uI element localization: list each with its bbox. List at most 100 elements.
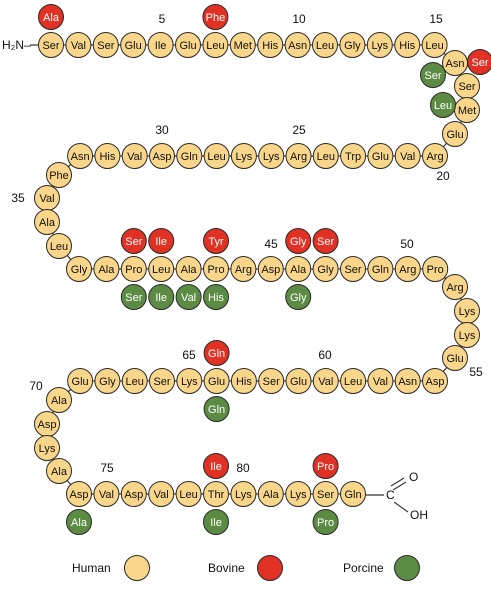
human-residue: Leu (204, 144, 229, 169)
human-residue: Ala (35, 210, 60, 235)
porcine-variant: Gln (204, 397, 229, 422)
human-residue: His (231, 369, 256, 394)
position-number: 35 (11, 191, 25, 205)
bovine-variant: Ala (39, 5, 64, 30)
position-number: 30 (155, 123, 169, 137)
human-residue-label: Gln (372, 264, 389, 276)
human-residue-label: Lys (290, 489, 307, 501)
human-residue: Val (35, 186, 60, 211)
human-residue-label: Leu (126, 376, 144, 388)
human-residue: Glu (176, 33, 201, 58)
bovine-variant-label: Gln (208, 348, 225, 360)
human-residue: Ser (39, 33, 64, 58)
human-residue: Asp (35, 412, 60, 437)
legend-porcine-swatch (395, 556, 420, 581)
human-residue-label: Val (318, 376, 333, 388)
human-residue: Gln (177, 144, 202, 169)
human-residue-label: Thr (208, 489, 225, 501)
human-residue-label: Gln (344, 489, 361, 501)
human-residue: Ala (47, 388, 72, 413)
human-residue: Ala (286, 257, 311, 282)
porcine-variant: Pro (313, 510, 338, 535)
human-residue: Asn (285, 33, 310, 58)
human-residue-label: Ser (263, 376, 280, 388)
position-number: 80 (236, 461, 250, 475)
human-residue: Val (66, 33, 91, 58)
human-residue-label: Val (71, 40, 86, 52)
porcine-variant: Ile (149, 285, 174, 310)
human-residue-label: Phe (49, 170, 69, 182)
human-residue: Lys (367, 33, 392, 58)
human-residue: Arg (423, 144, 448, 169)
human-residue: Gln (368, 257, 393, 282)
position-number: 70 (29, 379, 43, 393)
human-residue-label: Lys (181, 376, 198, 388)
bovine-variant-label: Pro (317, 461, 334, 473)
human-residue-label: Pro (207, 264, 224, 276)
human-residue: Asn (68, 144, 93, 169)
human-residue-label: Leu (179, 489, 197, 501)
porcine-variant: Ile (204, 510, 229, 535)
human-residue-label: Ser (153, 376, 170, 388)
human-residue: Asp (150, 144, 175, 169)
human-residue-label: Asp (261, 264, 280, 276)
human-residue-label: Gly (344, 40, 361, 52)
human-residue-label: Asp (38, 419, 57, 431)
human-residue: Glu (286, 369, 311, 394)
bovine-variant-label: Ser (125, 236, 142, 248)
bovine-variant-label: Ile (155, 236, 167, 248)
human-residue-label: Gly (317, 264, 334, 276)
human-residue-label: Val (127, 151, 142, 163)
human-residue-label: Asn (398, 376, 417, 388)
human-residue-label: Ile (155, 40, 167, 52)
human-residue-label: Asp (426, 376, 445, 388)
human-residue-label: Ser (97, 40, 114, 52)
human-residue-label: Asn (288, 40, 307, 52)
human-residue: Leu (313, 33, 338, 58)
human-residue-label: Ala (51, 466, 68, 478)
human-residue: Pro (204, 257, 229, 282)
human-residue-label: Gly (71, 264, 88, 276)
position-number: 65 (182, 348, 196, 362)
porcine-variant: Val (176, 285, 201, 310)
human-residue-label: Pro (125, 264, 142, 276)
human-residue-label: Asp (124, 489, 143, 501)
bovine-variant: Ile (149, 229, 174, 254)
human-residue: Arg (443, 275, 468, 300)
porcine-variant-label: Ile (155, 292, 167, 304)
human-residue: Asp (67, 482, 92, 507)
human-residue: Arg (286, 144, 311, 169)
human-residue: Val (395, 144, 420, 169)
human-residue-label: Glu (72, 376, 89, 388)
porcine-variant-label: Ile (210, 517, 222, 529)
porcine-variant: His (204, 285, 229, 310)
human-residue: Ser (455, 74, 480, 99)
human-residue: Val (149, 482, 174, 507)
human-residue: Leu (341, 369, 366, 394)
human-residue-label: Met (234, 40, 252, 52)
human-residue: Lys (286, 482, 311, 507)
human-residue-label: Val (99, 489, 114, 501)
human-residue-label: Lys (235, 489, 252, 501)
c-terminus-hydroxyl: OH (410, 508, 428, 522)
human-residue-label: Leu (152, 264, 170, 276)
c-terminus-oxygen: O (409, 470, 418, 484)
human-residue: Leu (422, 33, 447, 58)
human-residue: Ser (313, 482, 338, 507)
human-residue: His (95, 144, 120, 169)
human-residue-label: Leu (425, 40, 443, 52)
porcine-variant-label: Leu (434, 100, 452, 112)
human-residue: Gln (341, 482, 366, 507)
bovine-variant-label: Ala (43, 12, 60, 24)
c-terminus-single-bond (394, 502, 408, 512)
porcine-variant-label: Ser (125, 292, 142, 304)
bovine-variant: Gln (204, 341, 229, 366)
human-residue-label: Glu (446, 353, 463, 365)
position-number: 50 (400, 237, 414, 251)
human-residue-label: Ala (290, 264, 307, 276)
human-residue-label: His (99, 151, 115, 163)
human-residue: Arg (231, 257, 256, 282)
legend-human-label: Human (72, 561, 111, 575)
human-residue: Ala (176, 257, 201, 282)
bovine-variant: Ser (121, 229, 146, 254)
